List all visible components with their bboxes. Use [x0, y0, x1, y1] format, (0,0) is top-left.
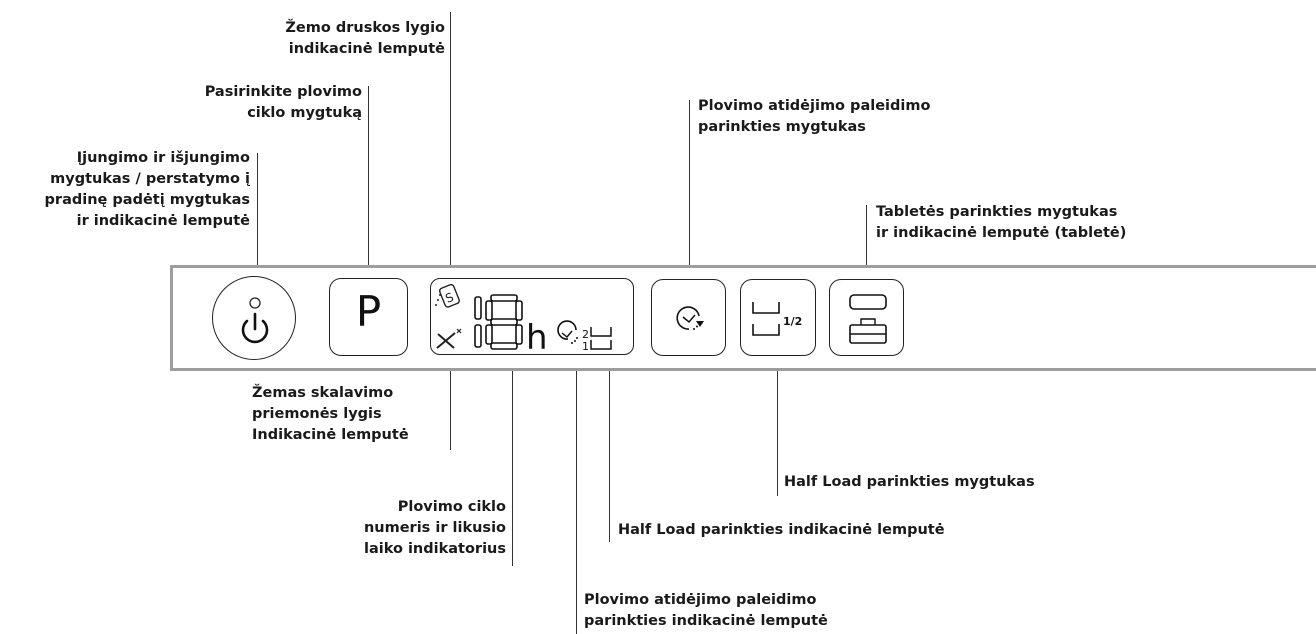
half-load-icon: 1/2 — [752, 302, 802, 336]
half-load-button[interactable]: 1/2 — [740, 279, 816, 356]
half-load-fraction: 1/2 — [783, 315, 802, 328]
tablet-icon — [849, 294, 887, 344]
label-cycle-number: Plovimo ciklo numeris ir likusio laiko i… — [363, 499, 506, 557]
svg-text:S: S — [443, 290, 455, 306]
label-half-load-indicator: Half Load parinkties indikacinė lemputė — [618, 522, 945, 538]
program-letter: P — [355, 287, 382, 336]
leader-delay-indicator — [576, 362, 577, 634]
tablet-button[interactable] — [829, 279, 904, 356]
label-delay-indicator: Plovimo atidėjimo paleidimo parinkties i… — [584, 592, 828, 629]
label-tablet: Tabletės parinkties mygtukas ir indikaci… — [876, 204, 1127, 241]
digit-1 — [474, 296, 482, 348]
leader-delay-button — [689, 100, 690, 282]
leader-rinse-aid — [450, 346, 451, 450]
salt-icon: S — [435, 283, 460, 308]
clock-icon — [676, 306, 704, 330]
leader-cycle-number — [512, 362, 513, 566]
display-half-1: 1 — [582, 340, 589, 353]
rinse-aid-icon — [436, 328, 462, 349]
display: S h — [430, 278, 634, 356]
display-half-2: 2 — [582, 328, 589, 341]
label-salt: Žemo druskos lygio indikacinė lemputė — [285, 20, 445, 57]
power-icon — [241, 297, 269, 344]
leader-tablet — [866, 205, 867, 282]
label-half-load-button: Half Load parinkties mygtukas — [784, 474, 1035, 490]
label-power: Įjungimo ir išjungimo mygtukas / perstat… — [44, 150, 250, 229]
label-rinse-aid: Žemas skalavimo priemonės lygis Indikaci… — [252, 385, 409, 443]
half-load-icon — [590, 327, 612, 350]
digit-8 — [485, 294, 523, 350]
label-delay-button: Plovimo atidėjimo paleidimo parinkties m… — [698, 98, 931, 135]
leader-power — [257, 153, 258, 270]
program-button[interactable]: P — [329, 278, 408, 356]
leader-half-load-button — [777, 362, 778, 496]
leader-half-load-indicator — [609, 362, 610, 542]
leader-salt — [450, 12, 451, 298]
leader-program — [368, 86, 369, 280]
delay-start-button[interactable] — [651, 279, 726, 356]
display-unit: h — [526, 318, 548, 356]
label-program: Pasirinkite plovimo ciklo mygtuką — [204, 84, 362, 121]
clock-icon — [557, 320, 578, 344]
power-button[interactable] — [212, 276, 296, 360]
